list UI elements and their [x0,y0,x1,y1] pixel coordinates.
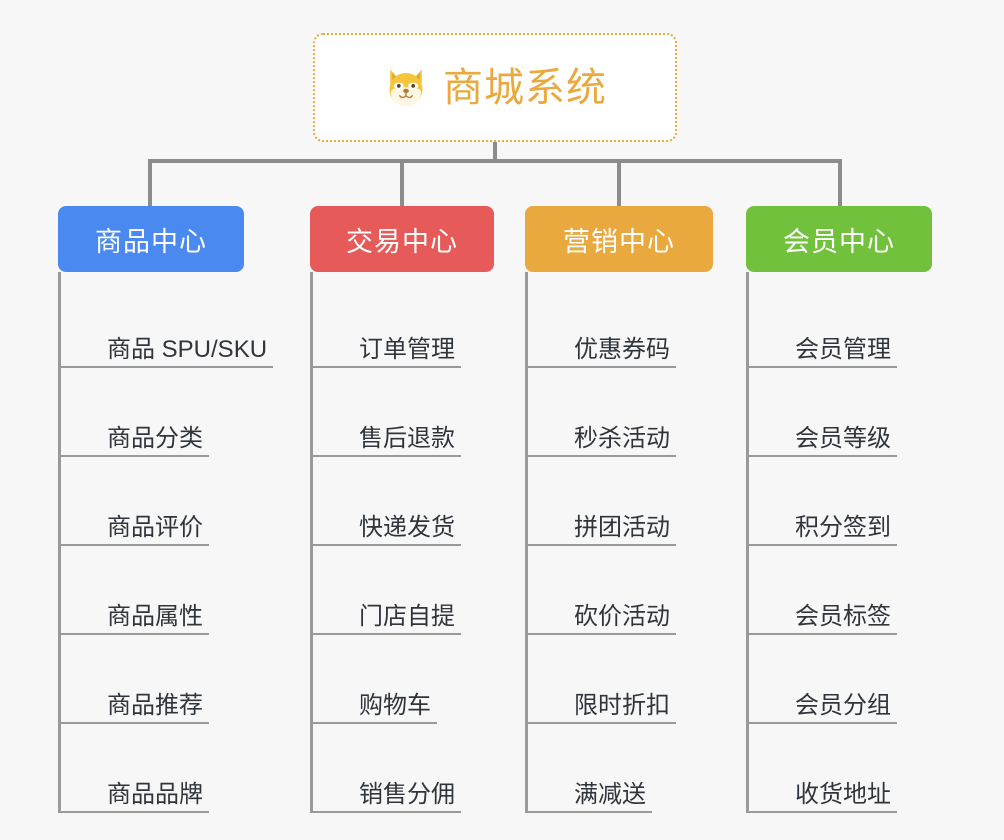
list-item[interactable]: 商品推荐 [58,635,244,724]
list-item[interactable]: 商品属性 [58,546,244,635]
category-column-marketing: 营销中心 优惠券码 秒杀活动 拼团活动 砍价活动 限时折扣 [525,206,713,813]
connector-root-stem [493,142,497,162]
root-title: 商城系统 [443,65,607,110]
list-item[interactable]: 会员分组 [746,635,932,724]
list-item[interactable]: 砍价活动 [525,546,713,635]
leaf-underline [58,366,273,368]
list-item[interactable]: 订单管理 [310,279,494,368]
leaf-label: 会员等级 [795,424,891,452]
list-item[interactable]: 积分签到 [746,457,932,546]
leaf-label: 商品 SPU/SKU [107,335,268,363]
leaf-underline [525,366,676,368]
leaf-label: 收货地址 [795,780,891,808]
leaf-underline [525,722,676,724]
leaf-label: 会员标签 [795,602,891,630]
category-label: 交易中心 [346,226,458,257]
leaf-underline [58,722,209,724]
list-item[interactable]: 会员管理 [746,279,932,368]
connector-drop-2 [400,159,404,206]
leaf-label: 商品分类 [107,424,203,452]
leaf-label: 拼团活动 [574,513,670,541]
list-item[interactable]: 销售分佣 [310,724,494,813]
category-label: 商品中心 [95,226,207,257]
leaf-underline [746,633,897,635]
leaf-underline [746,811,897,813]
leaf-underline [746,455,897,457]
leaf-label: 商品品牌 [107,780,203,808]
leaf-underline [310,811,461,813]
leaf-label: 商品属性 [107,602,203,630]
leaf-label: 售后退款 [359,424,455,452]
leaf-label: 快递发货 [359,513,455,541]
connector-drop-3 [617,159,621,206]
leaf-underline [310,633,461,635]
leaf-label: 门店自提 [359,602,455,630]
leaf-underline [310,455,461,457]
list-item[interactable]: 会员标签 [746,546,932,635]
leaf-label: 会员分组 [795,691,891,719]
list-item[interactable]: 秒杀活动 [525,368,713,457]
leaf-underline [746,722,897,724]
leaf-label: 订单管理 [359,335,455,363]
leaf-underline [746,366,897,368]
leaf-underline [525,455,676,457]
leaf-underline [525,544,676,546]
leaf-label: 限时折扣 [574,691,670,719]
leaf-label: 满减送 [574,780,646,808]
leaf-underline [310,722,437,724]
leaf-label: 商品评价 [107,513,203,541]
shiba-dog-emoji-icon [389,68,423,106]
leaf-underline [310,366,461,368]
list-item[interactable]: 快递发货 [310,457,494,546]
list-item[interactable]: 商品品牌 [58,724,244,813]
list-item[interactable]: 限时折扣 [525,635,713,724]
category-column-trade: 交易中心 订单管理 售后退款 快递发货 门店自提 购物车 [310,206,494,813]
leaf-list-trade: 订单管理 售后退款 快递发货 门店自提 购物车 销售分佣 [310,272,494,813]
leaf-label: 积分签到 [795,513,891,541]
list-item[interactable]: 售后退款 [310,368,494,457]
list-item[interactable]: 拼团活动 [525,457,713,546]
leaf-underline [746,544,897,546]
list-item[interactable]: 商品分类 [58,368,244,457]
connector-horizontal-bus [148,159,842,163]
leaf-label: 秒杀活动 [574,424,670,452]
leaf-list-marketing: 优惠券码 秒杀活动 拼团活动 砍价活动 限时折扣 满减送 [525,272,713,813]
category-column-product: 商品中心 商品 SPU/SKU 商品分类 商品评价 商品属性 商品推荐 [58,206,273,813]
leaf-label: 砍价活动 [574,602,670,630]
root-node[interactable]: 商城系统 [313,33,677,142]
list-item[interactable]: 满减送 [525,724,713,813]
leaf-list-product: 商品 SPU/SKU 商品分类 商品评价 商品属性 商品推荐 商品品牌 [58,272,273,813]
category-header-marketing[interactable]: 营销中心 [525,206,713,272]
connector-drop-4 [838,159,842,206]
connector-drop-1 [148,159,152,206]
leaf-label: 购物车 [359,691,431,719]
leaf-underline [58,544,209,546]
leaf-label: 会员管理 [795,335,891,363]
category-label: 会员中心 [783,226,895,257]
category-header-member[interactable]: 会员中心 [746,206,932,272]
list-item[interactable]: 收货地址 [746,724,932,813]
leaf-underline [525,633,676,635]
leaf-label: 销售分佣 [359,780,455,808]
category-column-member: 会员中心 会员管理 会员等级 积分签到 会员标签 会员分组 [746,206,932,813]
leaf-list-member: 会员管理 会员等级 积分签到 会员标签 会员分组 收货地址 [746,272,932,813]
category-header-trade[interactable]: 交易中心 [310,206,494,272]
list-item[interactable]: 商品 SPU/SKU [58,279,273,368]
leaf-underline [58,455,209,457]
leaf-label: 优惠券码 [574,335,670,363]
category-label: 营销中心 [563,226,675,257]
list-item[interactable]: 购物车 [310,635,494,724]
category-header-product[interactable]: 商品中心 [58,206,244,272]
leaf-underline [525,811,652,813]
list-item[interactable]: 门店自提 [310,546,494,635]
leaf-underline [310,544,461,546]
list-item[interactable]: 优惠券码 [525,279,713,368]
list-item[interactable]: 会员等级 [746,368,932,457]
leaf-label: 商品推荐 [107,691,203,719]
leaf-underline [58,633,209,635]
list-item[interactable]: 商品评价 [58,457,244,546]
leaf-underline [58,811,209,813]
